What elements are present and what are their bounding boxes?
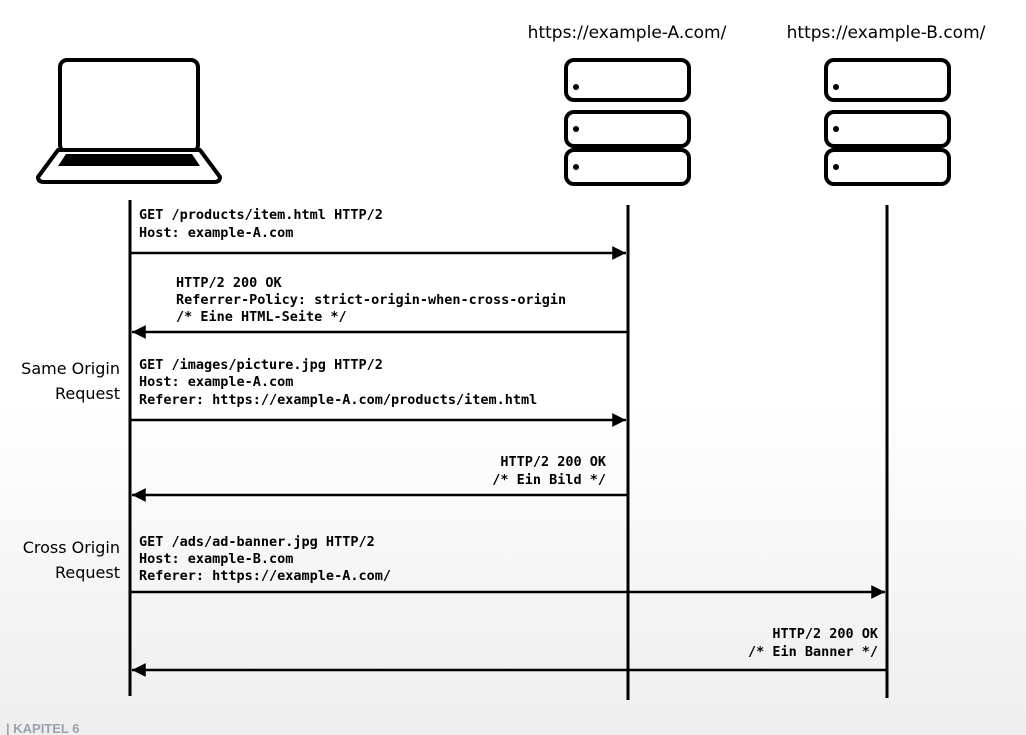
message-3-line2: Host: example-A.com <box>139 374 293 390</box>
cross-origin-label-line2: Request <box>55 563 120 582</box>
message-2-line3: /* Eine HTML-Seite */ <box>176 309 347 325</box>
message-5-line2: Host: example-B.com <box>139 551 293 567</box>
message-5-line3: Referer: https://example-A.com/ <box>139 568 391 584</box>
message-1-line1: GET /products/item.html HTTP/2 <box>139 207 383 223</box>
message-3-line3: Referer: https://example-A.com/products/… <box>139 392 537 408</box>
laptop-icon <box>36 58 222 184</box>
message-2-line1: HTTP/2 200 OK <box>176 275 283 291</box>
server-b-icon <box>824 58 951 186</box>
message-6-line1: HTTP/2 200 OK <box>772 626 879 642</box>
cross-origin-label-line1: Cross Origin <box>23 538 120 557</box>
server-a-label: https://example-A.com/ <box>528 23 727 43</box>
message-1-line2: Host: example-A.com <box>139 225 293 241</box>
message-3-line1: GET /images/picture.jpg HTTP/2 <box>139 357 383 373</box>
message-6-line2: /* Ein Banner */ <box>748 644 878 660</box>
message-5-line1: GET /ads/ad-banner.jpg HTTP/2 <box>139 534 375 550</box>
server-b-label: https://example-B.com/ <box>787 23 986 43</box>
message-2-line2: Referrer-Policy: strict-origin-when-cros… <box>176 292 566 308</box>
message-4-line2: /* Ein Bild */ <box>492 472 606 488</box>
message-4-line1: HTTP/2 200 OK <box>500 454 607 470</box>
chapter-footer: | KAPITEL 6 <box>6 721 79 735</box>
server-a-icon <box>564 58 691 186</box>
same-origin-label-line2: Request <box>55 384 120 403</box>
same-origin-label-line1: Same Origin <box>21 359 120 378</box>
